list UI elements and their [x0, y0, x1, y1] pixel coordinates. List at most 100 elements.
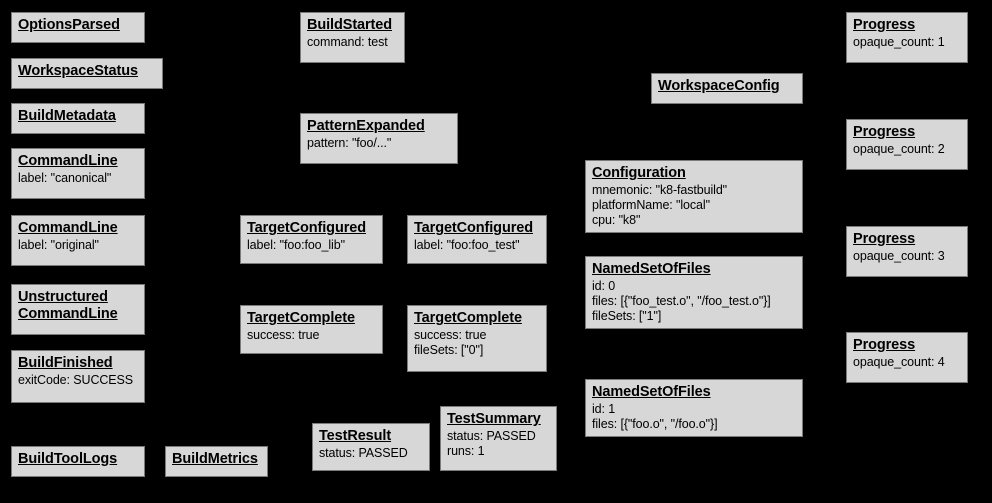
- node-command-line-canonical[interactable]: CommandLine label: "canonical": [11, 148, 145, 199]
- node-field: runs: 1: [447, 444, 485, 458]
- node-title: WorkspaceStatus: [18, 63, 156, 80]
- node-field: exitCode: SUCCESS: [18, 373, 134, 387]
- node-title-line: OptionsParsed: [18, 17, 120, 33]
- node-title-line: BuildStarted: [307, 17, 393, 33]
- node-title: TargetConfigured: [414, 220, 540, 237]
- node-field: id: 0: [592, 279, 616, 293]
- node-fields: opaque_count: 2: [853, 142, 961, 157]
- node-title: TargetConfigured: [247, 220, 376, 237]
- node-title: WorkspaceConfig: [658, 78, 796, 95]
- node-field: fileSets: ["0"]: [414, 343, 484, 357]
- node-title: Configuration: [592, 165, 796, 182]
- node-workspace-config[interactable]: WorkspaceConfig: [651, 73, 803, 104]
- node-build-metrics[interactable]: BuildMetrics: [165, 446, 268, 477]
- node-fields: opaque_count: 3: [853, 249, 961, 264]
- node-field: status: PASSED: [447, 429, 536, 443]
- node-title: BuildToolLogs: [18, 451, 138, 468]
- node-title-line: PatternExpanded: [307, 118, 425, 134]
- node-title-line: NamedSetOfFiles: [592, 384, 711, 400]
- node-build-finished[interactable]: BuildFinished exitCode: SUCCESS: [11, 350, 145, 403]
- node-title-line: TestResult: [319, 428, 392, 444]
- node-fields: opaque_count: 4: [853, 355, 961, 370]
- node-title: OptionsParsed: [18, 17, 138, 34]
- node-field: id: 1: [592, 402, 616, 416]
- node-fields: opaque_count: 1: [853, 35, 961, 50]
- node-field: label: "original": [18, 238, 99, 252]
- node-build-metadata[interactable]: BuildMetadata: [11, 103, 145, 134]
- node-progress-4[interactable]: Progress opaque_count: 4: [846, 332, 968, 383]
- node-progress-2[interactable]: Progress opaque_count: 2: [846, 119, 968, 170]
- node-progress-1[interactable]: Progress opaque_count: 1: [846, 12, 968, 63]
- node-pattern-expanded[interactable]: PatternExpanded pattern: "foo/...": [300, 113, 458, 164]
- node-title: TargetComplete: [414, 310, 540, 327]
- node-title-line: CommandLine: [18, 153, 118, 169]
- node-title-line: CommandLine: [18, 220, 118, 236]
- node-title: Progress: [853, 17, 961, 34]
- node-field: fileSets: ["1"]: [592, 309, 662, 323]
- node-title-line: BuildFinished: [18, 355, 113, 371]
- node-field: label: "canonical": [18, 171, 112, 185]
- node-fields: success: true: [247, 328, 376, 343]
- node-title-line: BuildMetrics: [172, 451, 258, 467]
- node-title-line: Progress: [853, 124, 916, 140]
- node-title: BuildMetadata: [18, 108, 138, 125]
- node-title: TestResult: [319, 428, 423, 445]
- node-field: mnemonic: "k8-fastbuild": [592, 183, 728, 197]
- node-title-line: Unstructured: [18, 289, 108, 305]
- node-title: CommandLine: [18, 220, 138, 237]
- node-field: success: true: [247, 328, 320, 342]
- node-workspace-status[interactable]: WorkspaceStatus: [11, 58, 163, 89]
- node-title: Progress: [853, 124, 961, 141]
- node-title: TestSummary: [447, 411, 550, 428]
- node-title-line: WorkspaceConfig: [658, 78, 780, 94]
- node-field: cpu: "k8": [592, 213, 641, 227]
- node-title-line: Progress: [853, 231, 916, 247]
- node-fields: status: PASSED: [319, 446, 423, 461]
- node-field: success: true: [414, 328, 487, 342]
- node-title: BuildMetrics: [172, 451, 261, 468]
- node-target-configured-foo-test[interactable]: TargetConfigured label: "foo:foo_test": [407, 215, 547, 264]
- node-options-parsed[interactable]: OptionsParsed: [11, 12, 145, 43]
- node-fields: command: test: [307, 35, 398, 50]
- node-title-line: TargetComplete: [247, 310, 355, 326]
- node-title: NamedSetOfFiles: [592, 384, 796, 401]
- node-title: CommandLine: [18, 153, 138, 170]
- node-title-line: TargetComplete: [414, 310, 522, 326]
- node-title: PatternExpanded: [307, 118, 451, 135]
- node-test-result[interactable]: TestResult status: PASSED: [312, 423, 430, 471]
- node-field: opaque_count: 1: [853, 35, 945, 49]
- node-title-line: TargetConfigured: [414, 220, 533, 236]
- node-title: Progress: [853, 337, 961, 354]
- node-field: opaque_count: 4: [853, 355, 945, 369]
- node-field: status: PASSED: [319, 446, 408, 460]
- node-fields: exitCode: SUCCESS: [18, 373, 138, 388]
- node-fields: label: "original": [18, 238, 138, 253]
- node-title-line: BuildToolLogs: [18, 451, 118, 467]
- node-field: pattern: "foo/...": [307, 136, 392, 150]
- node-target-complete-foo-lib[interactable]: TargetComplete success: true: [240, 305, 383, 354]
- node-title: Progress: [853, 231, 961, 248]
- node-command-line-original[interactable]: CommandLine label: "original": [11, 215, 145, 266]
- node-title: NamedSetOfFiles: [592, 261, 796, 278]
- node-build-tool-logs[interactable]: BuildToolLogs: [11, 446, 145, 477]
- node-fields: label: "foo:foo_test": [414, 238, 540, 253]
- node-progress-3[interactable]: Progress opaque_count: 3: [846, 226, 968, 277]
- node-title-line: Progress: [853, 337, 916, 353]
- node-field: label: "foo:foo_lib": [247, 238, 345, 252]
- node-build-started[interactable]: BuildStarted command: test: [300, 12, 405, 63]
- node-field: command: test: [307, 35, 388, 49]
- node-title-line: Progress: [853, 17, 916, 33]
- node-fields: pattern: "foo/...": [307, 136, 451, 151]
